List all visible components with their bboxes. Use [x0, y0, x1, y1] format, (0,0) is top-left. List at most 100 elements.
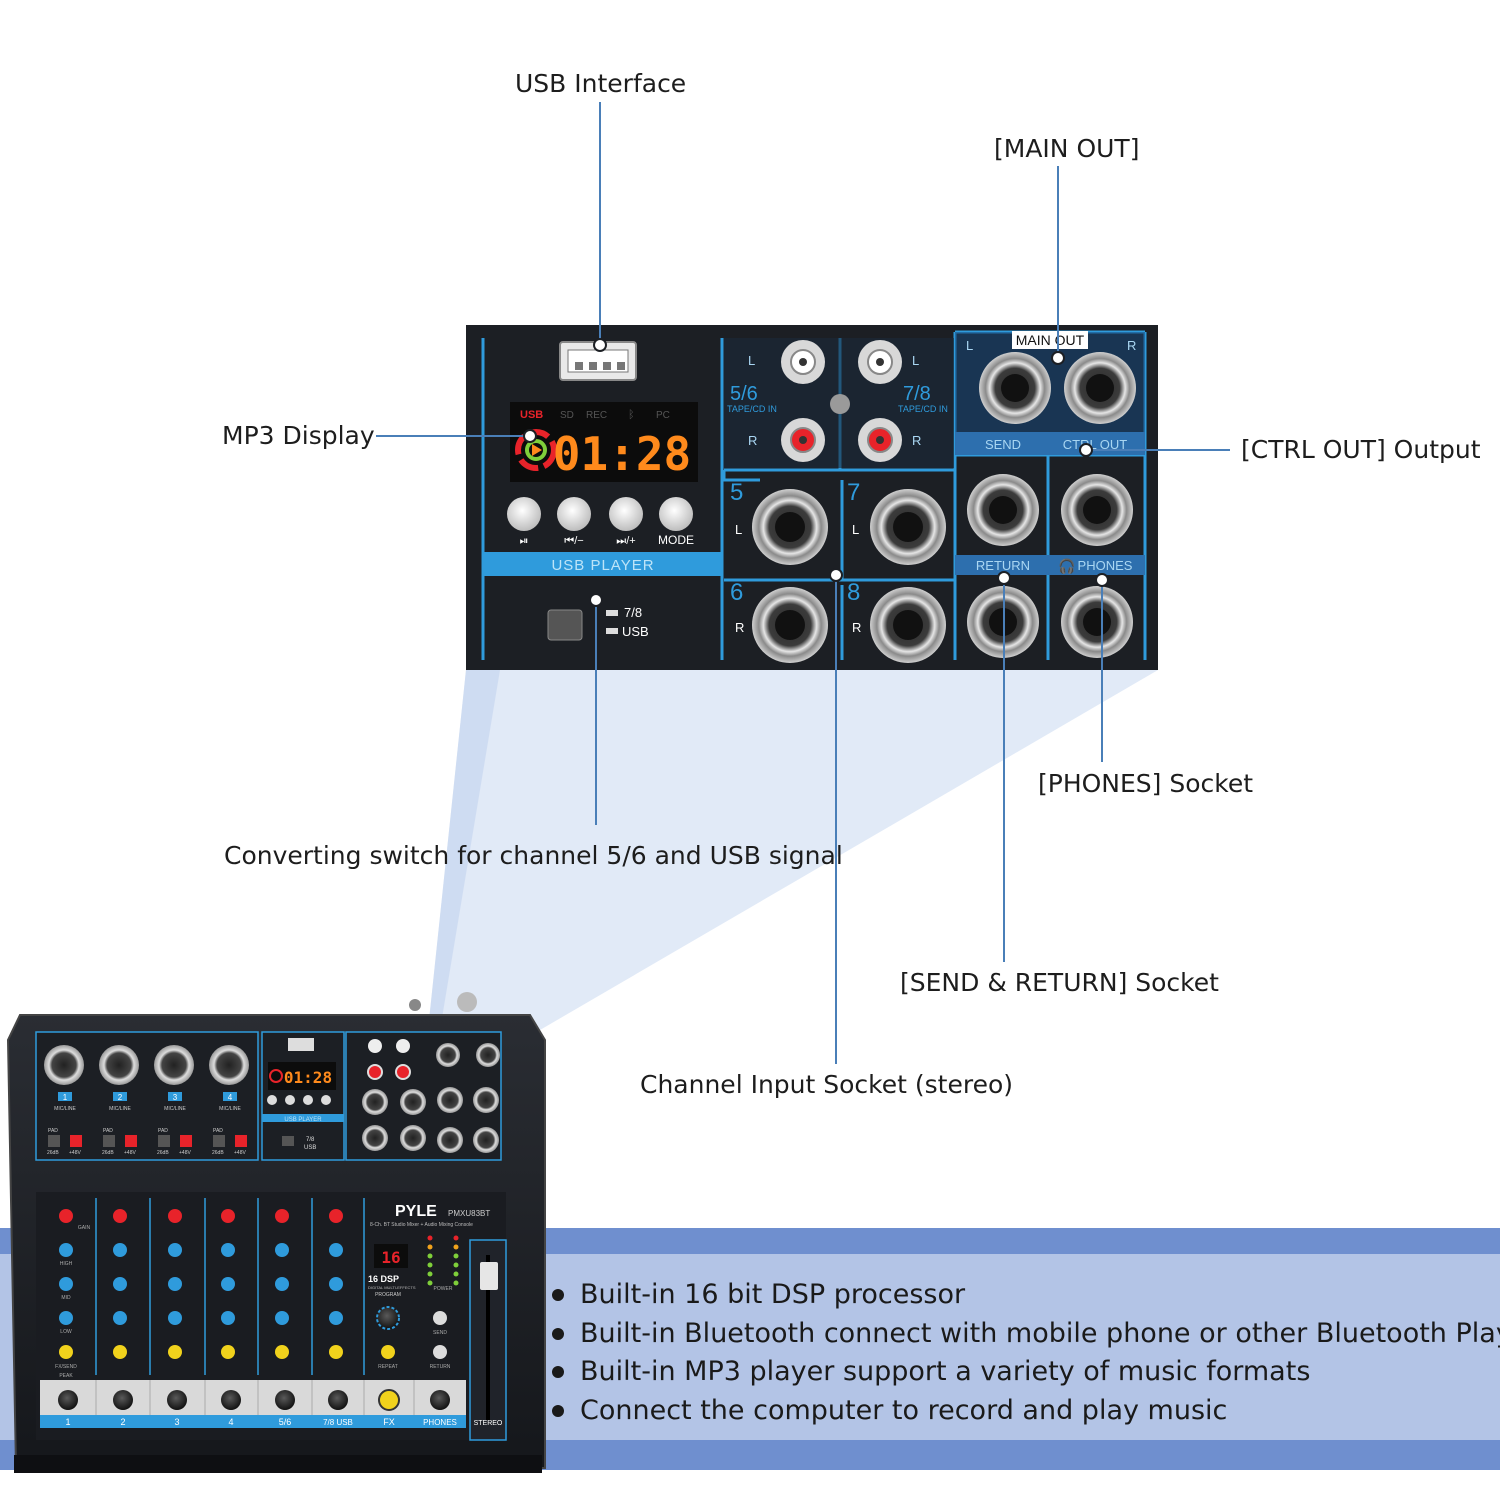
- repeat-knob[interactable]: [381, 1345, 395, 1359]
- gain-label: GAIN: [78, 1225, 91, 1231]
- low-knob-78[interactable]: [329, 1311, 343, 1325]
- level-knob-3[interactable]: [167, 1390, 187, 1410]
- p48-label-3: +48V: [179, 1150, 191, 1156]
- phantom-button-3[interactable]: [180, 1135, 192, 1147]
- main-out-callout: [MAIN OUT]: [994, 134, 1140, 163]
- mini-main-out-l[interactable]: [436, 1043, 460, 1067]
- mini-ch7-jack[interactable]: [400, 1089, 426, 1115]
- mini-ch8-jack[interactable]: [400, 1125, 426, 1151]
- phantom-button-1[interactable]: [70, 1135, 82, 1147]
- low-label: LOW: [60, 1329, 72, 1335]
- strip-label-fx: FX: [383, 1417, 395, 1427]
- level-knob-fx[interactable]: [378, 1389, 400, 1411]
- mp3-display-dot: [523, 429, 537, 443]
- level-knob-1[interactable]: [58, 1390, 78, 1410]
- db26-label-4: 26dB: [212, 1150, 224, 1156]
- mini-prev-button[interactable]: [285, 1095, 295, 1105]
- level-knob-4[interactable]: [221, 1390, 241, 1410]
- switch-label-78: 7/8: [624, 605, 642, 620]
- mid-knob-4[interactable]: [221, 1277, 235, 1291]
- input-3-combo-jack[interactable]: [154, 1045, 194, 1085]
- mid-knob-1[interactable]: [59, 1277, 73, 1291]
- pad-button-2[interactable]: [103, 1135, 115, 1147]
- level-knob-56[interactable]: [275, 1390, 295, 1410]
- low-knob-56[interactable]: [275, 1311, 289, 1325]
- high-knob-56[interactable]: [275, 1243, 289, 1257]
- mid-knob-78[interactable]: [329, 1277, 343, 1291]
- play-indicator-icon: [532, 444, 542, 456]
- mini-main-out-r[interactable]: [476, 1043, 500, 1067]
- pad-button-1[interactable]: [48, 1135, 60, 1147]
- main-out-l: L: [966, 338, 973, 353]
- mini-ctrl-out-jack[interactable]: [473, 1087, 499, 1113]
- mic-line-3: MIC/LINE: [164, 1106, 186, 1112]
- high-knob-1[interactable]: [59, 1243, 73, 1257]
- fx-send-knob-2[interactable]: [113, 1345, 127, 1359]
- input-1-combo-jack[interactable]: [44, 1045, 84, 1085]
- pad-label-4: PAD: [213, 1128, 223, 1134]
- send-knob[interactable]: [433, 1311, 447, 1325]
- program-knob[interactable]: [376, 1306, 400, 1330]
- gain-knob-3[interactable]: [168, 1209, 182, 1223]
- rca-l-left: L: [748, 353, 755, 368]
- mini-mode-button[interactable]: [321, 1095, 331, 1105]
- low-knob-4[interactable]: [221, 1311, 235, 1325]
- fx-send-knob-56[interactable]: [275, 1345, 289, 1359]
- high-knob-78[interactable]: [329, 1243, 343, 1257]
- mini-send-jack[interactable]: [437, 1087, 463, 1113]
- input-2-combo-jack[interactable]: [99, 1045, 139, 1085]
- peak-label: PEAK: [59, 1373, 73, 1379]
- mode-button[interactable]: [659, 497, 693, 531]
- level-knob-78[interactable]: [328, 1390, 348, 1410]
- gain-knob-78[interactable]: [329, 1209, 343, 1223]
- fx-send-knob-78[interactable]: [329, 1345, 343, 1359]
- prev-button[interactable]: [557, 497, 591, 531]
- phones-dot: [1095, 573, 1109, 587]
- level-knob-phones[interactable]: [430, 1390, 450, 1410]
- play-pause-button[interactable]: [507, 497, 541, 531]
- strip-label-1: 1: [65, 1417, 70, 1427]
- mini-display-time: 01:28: [284, 1068, 332, 1087]
- return-knob[interactable]: [433, 1345, 447, 1359]
- fx-send-knob-3[interactable]: [168, 1345, 182, 1359]
- mini-usb-player-label: USB PLAYER: [284, 1117, 322, 1123]
- fx-send-knob-4[interactable]: [221, 1345, 235, 1359]
- phantom-button-2[interactable]: [125, 1135, 137, 1147]
- high-knob-2[interactable]: [113, 1243, 127, 1257]
- mini-usb-port[interactable]: [288, 1038, 314, 1051]
- input-4-combo-jack[interactable]: [209, 1045, 249, 1085]
- mini-phones-jack[interactable]: [473, 1127, 499, 1153]
- ch8-label: 8: [847, 579, 860, 606]
- low-knob-2[interactable]: [113, 1311, 127, 1325]
- mid-knob-2[interactable]: [113, 1277, 127, 1291]
- level-knob-2[interactable]: [113, 1390, 133, 1410]
- db26-label-1: 26dB: [47, 1150, 59, 1156]
- gain-knob-4[interactable]: [221, 1209, 235, 1223]
- mini-ch6-jack[interactable]: [362, 1125, 388, 1151]
- gain-knob-56[interactable]: [275, 1209, 289, 1223]
- converting-switch[interactable]: [547, 609, 583, 641]
- mid-knob-3[interactable]: [168, 1277, 182, 1291]
- next-button[interactable]: [609, 497, 643, 531]
- high-knob-3[interactable]: [168, 1243, 182, 1257]
- pad-button-3[interactable]: [158, 1135, 170, 1147]
- channel-strip-56: [275, 1209, 289, 1359]
- pad-button-4[interactable]: [213, 1135, 225, 1147]
- high-knob-4[interactable]: [221, 1243, 235, 1257]
- low-knob-3[interactable]: [168, 1311, 182, 1325]
- phantom-button-4[interactable]: [235, 1135, 247, 1147]
- master-fader[interactable]: [480, 1262, 498, 1290]
- fx-send-knob-1[interactable]: [59, 1345, 73, 1359]
- mini-play-button[interactable]: [267, 1095, 277, 1105]
- mini-next-button[interactable]: [303, 1095, 313, 1105]
- mini-return-jack[interactable]: [437, 1127, 463, 1153]
- channel-strip-78: [329, 1209, 343, 1359]
- gain-knob-2[interactable]: [113, 1209, 127, 1223]
- mini-ch5-jack[interactable]: [362, 1089, 388, 1115]
- low-knob-1[interactable]: [59, 1311, 73, 1325]
- mid-knob-56[interactable]: [275, 1277, 289, 1291]
- mini-switch[interactable]: [282, 1136, 294, 1146]
- gain-knob-1[interactable]: [59, 1209, 73, 1223]
